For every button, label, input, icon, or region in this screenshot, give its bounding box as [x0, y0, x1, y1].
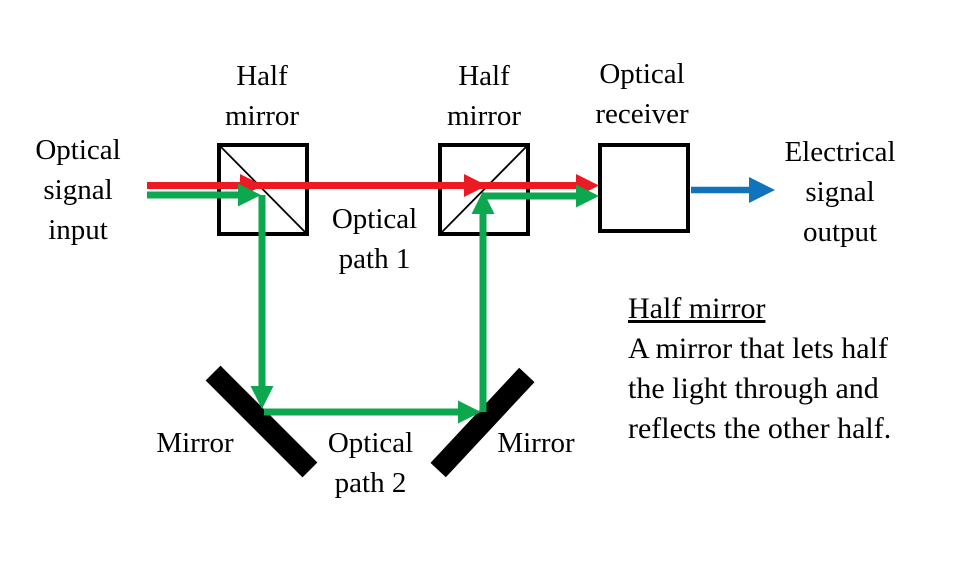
mirror-right-bar [430, 367, 535, 478]
half-mirror-2-diagonal [441, 146, 527, 233]
half-mirror-1-diagonal [220, 146, 306, 233]
green-arrowhead-at-mirror-right [458, 400, 481, 424]
mirror-right-label: Mirror [497, 427, 575, 459]
optical-path-1-label: Optical path 1 [331, 203, 418, 275]
green-arrowhead-at-receiver [576, 184, 599, 208]
half-mirror-1-label: Half mirror [224, 60, 300, 132]
note-body: A mirror that lets half the light throug… [628, 332, 892, 445]
optical-path-2-label: Optical path 2 [327, 427, 414, 499]
optical-receiver-box [598, 143, 690, 233]
electrical-signal-output-label: Electrical signal output [784, 136, 896, 248]
optical-receiver-label: Optical receiver [595, 58, 689, 130]
green-arrowhead-at-mirror-left [250, 386, 274, 409]
mirror-left-label: Mirror [156, 427, 234, 459]
green-arrowhead-at-half-mirror-1 [238, 183, 261, 207]
half-mirror-2-label: Half mirror [446, 60, 522, 132]
green-arrowhead-at-half-mirror-2 [471, 191, 495, 214]
note-title: Half mirror [628, 292, 766, 325]
mirror-left-bar [205, 365, 318, 478]
red-arrowhead-at-half-mirror-2 [464, 174, 487, 197]
optical-signal-input-label: Optical signal input [35, 134, 121, 246]
blue-output-arrowhead [749, 177, 775, 203]
